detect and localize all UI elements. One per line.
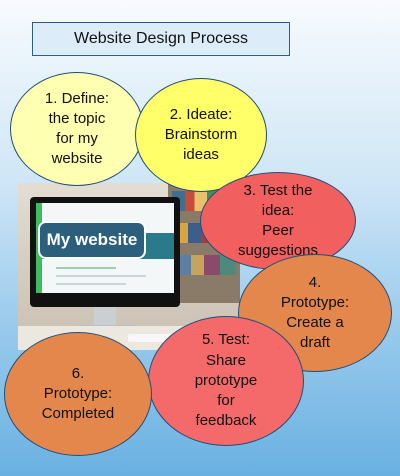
step-3-test-idea: 3. Test the idea: Peer suggestions xyxy=(200,172,356,270)
step-1-define: 1. Define: the topic for my website xyxy=(10,72,144,186)
keyboard xyxy=(128,334,198,342)
step-6-prototype-completed: 6. Prototype: Completed xyxy=(4,332,152,456)
step-4-prototype-draft: 4. Prototype: Create a draft xyxy=(238,254,392,372)
website-label: My website xyxy=(38,221,146,259)
step-5-test-prototype: 5. Test: Share prototype for feedback xyxy=(148,316,304,446)
step-2-ideate: 2. Ideate: Brainstorm ideas xyxy=(135,78,267,192)
step-6-text: 6. Prototype: Completed xyxy=(41,364,115,423)
diagram-title: Website Design Process xyxy=(32,22,290,56)
step-1-text: 1. Define: the topic for my website xyxy=(44,89,110,168)
step-5-text: 5. Test: Share prototype for feedback xyxy=(194,331,258,430)
step-2-text: 2. Ideate: Brainstorm ideas xyxy=(164,105,238,164)
step-4-text: 4. Prototype: Create a draft xyxy=(280,273,350,352)
step-3-text: 3. Test the idea: Peer suggestions xyxy=(237,181,319,260)
